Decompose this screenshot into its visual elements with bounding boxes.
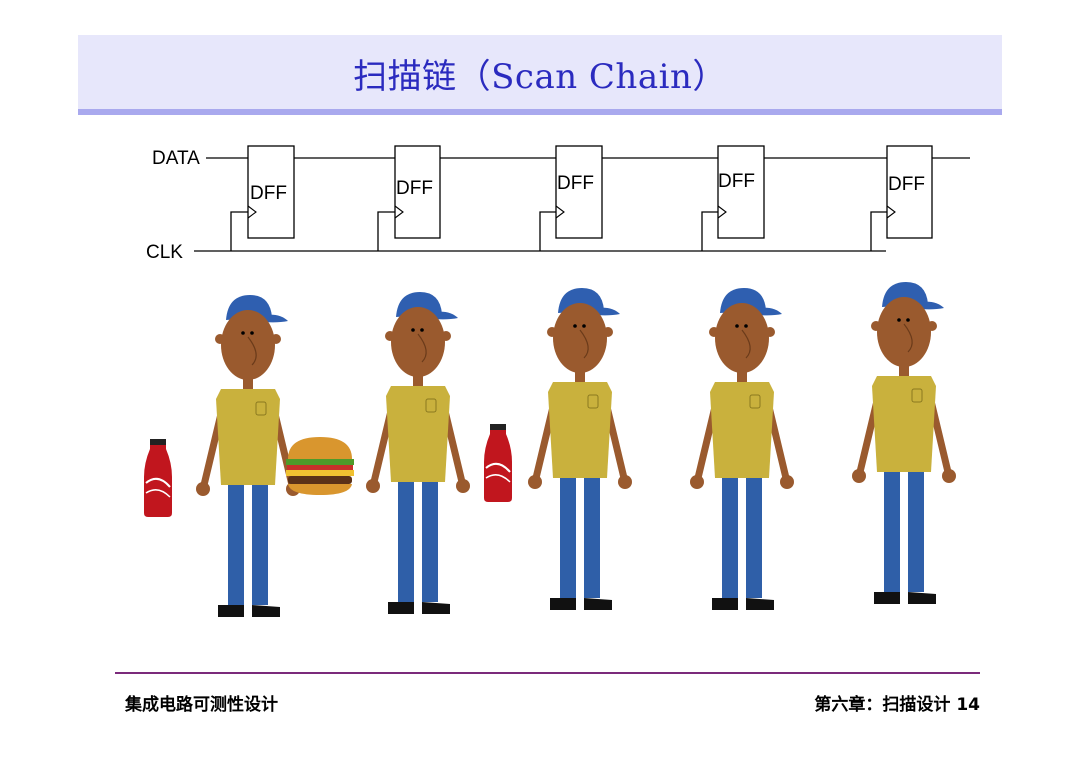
- dff-4: DFF: [717, 145, 765, 239]
- dff-3: DFF: [555, 145, 603, 239]
- person-1: [196, 295, 300, 617]
- person-4: [690, 288, 794, 610]
- dff-2: DFF: [394, 145, 441, 239]
- people-illustration: [143, 280, 1080, 640]
- dff-5-label: DFF: [888, 174, 925, 195]
- dff-2-label: DFF: [396, 178, 433, 199]
- person-3: [528, 288, 632, 610]
- title-bar: 扫描链（Scan Chain）: [78, 35, 1002, 115]
- clk-label: CLK: [146, 242, 183, 263]
- data-label: DATA: [152, 148, 200, 169]
- hamburger: [286, 437, 354, 495]
- cola-bottle-2: [483, 423, 513, 503]
- footer-divider: [115, 672, 980, 674]
- person-5: [852, 282, 956, 604]
- dff-1: DFF: [247, 145, 295, 239]
- dff-5: DFF: [886, 145, 933, 239]
- slide-title: 扫描链（Scan Chain）: [353, 57, 727, 97]
- scan-chain-diagram: DATA CLK DFF DFF DFF DFF: [146, 145, 970, 263]
- dff-3-label: DFF: [557, 173, 594, 194]
- clk-wires: [194, 211, 887, 252]
- footer-chapter-page: 第六章：扫描设计 14: [814, 695, 980, 715]
- dff-1-label: DFF: [250, 183, 287, 204]
- dff-4-label: DFF: [718, 171, 755, 192]
- person-2: [366, 292, 470, 614]
- footer-course-title: 集成电路可测性设计: [125, 695, 278, 715]
- cola-bottle-1: [143, 438, 173, 518]
